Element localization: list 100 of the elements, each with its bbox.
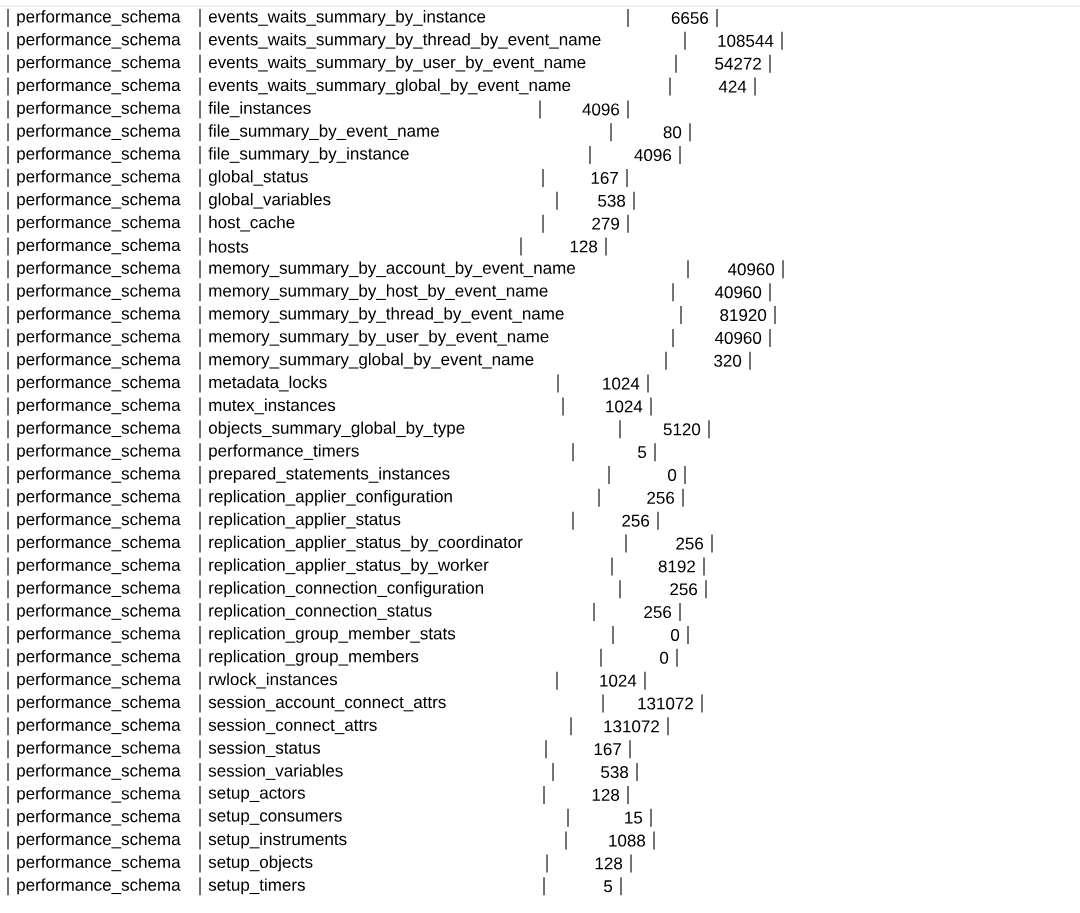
schema-name: performance_schema xyxy=(17,467,181,483)
table-name: events_waits_summary_global_by_event_name xyxy=(208,78,571,95)
table-name: replication_connection_configuration xyxy=(209,581,483,598)
row-count: 1024 xyxy=(600,674,637,687)
schema-name: performance_schema xyxy=(17,352,181,369)
table-name: memory_summary_by_account_by_event_name xyxy=(209,261,575,278)
schema-name: performance_schema xyxy=(17,215,181,232)
table-name: replication_applier_status_by_worker xyxy=(209,558,489,575)
table-name: memory_summary_global_by_event_name xyxy=(209,352,534,369)
table-name: session_connect_attrs xyxy=(208,718,377,735)
table-name: file_instances xyxy=(208,101,311,118)
row-count: 279 xyxy=(592,217,619,230)
table-name: events_waits_summary_by_instance xyxy=(208,10,486,26)
schema-name: performance_schema xyxy=(17,649,181,666)
row-count: 538 xyxy=(601,766,629,779)
table-name: memory_summary_by_thread_by_event_name xyxy=(209,307,564,323)
table-name: setup_consumers xyxy=(208,810,342,825)
table-name: events_waits_summary_by_thread_by_event_name xyxy=(208,32,601,49)
table-name: replication_applier_configuration xyxy=(209,489,452,506)
schema-name: performance_schema xyxy=(17,741,181,758)
table-name: setup_actors xyxy=(208,787,305,803)
row-count: 1088 xyxy=(609,834,646,847)
row-count: 320 xyxy=(714,354,742,367)
table-name: events_waits_summary_by_user_by_event_name xyxy=(208,55,586,72)
table-name: metadata_locks xyxy=(209,375,327,392)
schema-name: performance_schema xyxy=(17,855,181,872)
schema-name: performance_schema xyxy=(17,101,181,118)
row-count: 1024 xyxy=(603,377,640,390)
table-name: host_cache xyxy=(209,215,295,232)
schema-name: performance_schema xyxy=(17,512,181,529)
table-name: performance_timers xyxy=(209,444,359,461)
schema-name: performance_schema xyxy=(17,261,181,278)
table-name: session_account_connect_attrs xyxy=(208,695,446,712)
row-count: 131072 xyxy=(638,697,693,710)
table-name: objects_summary_global_by_type xyxy=(208,421,465,438)
row-count: 256 xyxy=(647,491,675,504)
row-count: 128 xyxy=(592,788,620,801)
table-name: mutex_instances xyxy=(209,398,336,415)
schema-name: performance_schema xyxy=(17,78,181,95)
table-name: hosts xyxy=(209,240,249,253)
row-count: 0 xyxy=(671,628,680,641)
table-name: memory_summary_by_user_by_event_name xyxy=(209,330,549,346)
table-name: global_status xyxy=(208,170,308,186)
table-name: session_status xyxy=(208,741,321,758)
table-name: replication_applier_status xyxy=(209,512,401,529)
schema-name: performance_schema xyxy=(17,558,181,575)
row-count: 40960 xyxy=(714,286,762,299)
schema-name: performance_schema xyxy=(17,489,181,506)
schema-name: performance_schema xyxy=(17,238,181,255)
row-count: 54272 xyxy=(715,57,761,70)
table-name: global_variables xyxy=(208,192,331,209)
schema-name: performance_schema xyxy=(17,170,181,186)
row-count: 128 xyxy=(570,240,598,253)
table-name: setup_timers xyxy=(208,878,305,895)
schema-name: performance_schema xyxy=(17,124,181,141)
schema-name: performance_schema xyxy=(17,330,181,346)
table-name: file_summary_by_event_name xyxy=(208,124,439,141)
schema-name: performance_schema xyxy=(17,444,181,461)
schema-name: performance_schema xyxy=(17,375,181,392)
row-count: 0 xyxy=(660,651,669,664)
row-count: 80 xyxy=(663,126,682,139)
table-name: replication_connection_status xyxy=(209,604,432,620)
schema-name: performance_schema xyxy=(17,718,181,735)
row-count: 40960 xyxy=(727,263,775,276)
row-count: 40960 xyxy=(714,331,762,344)
row-count: 167 xyxy=(591,171,618,184)
table-name: setup_objects xyxy=(208,855,313,872)
schema-name: performance_schema xyxy=(17,581,181,598)
row-count: 128 xyxy=(595,857,623,870)
table-name: file_summary_by_instance xyxy=(208,147,409,163)
schema-name: performance_schema xyxy=(17,604,181,620)
table-name: rwlock_instances xyxy=(209,672,337,689)
schema-name: performance_schema xyxy=(17,10,181,26)
row-count: 538 xyxy=(598,194,626,207)
row-count: 5120 xyxy=(663,423,701,436)
schema-name: performance_schema xyxy=(17,627,181,643)
schema-name: performance_schema xyxy=(17,695,181,712)
row-count: 167 xyxy=(594,743,621,756)
row-count: 4096 xyxy=(634,149,672,162)
schema-name: performance_schema xyxy=(17,398,181,415)
schema-name: performance_schema xyxy=(17,32,181,49)
table-name: replication_applier_status_by_coordinator xyxy=(209,535,523,552)
row-count: 424 xyxy=(718,80,747,93)
schema-name: performance_schema xyxy=(17,809,181,826)
row-count: 131072 xyxy=(604,720,659,733)
row-count: 256 xyxy=(644,606,672,619)
row-count: 256 xyxy=(670,583,698,596)
row-count: 6656 xyxy=(671,12,709,25)
schema-name: performance_schema xyxy=(17,832,181,849)
table-name: replication_group_member_stats xyxy=(209,627,456,643)
table-name: session_variables xyxy=(208,764,343,780)
schema-name: performance_schema xyxy=(17,787,181,803)
table-name: memory_summary_by_host_by_event_name xyxy=(209,284,548,301)
schema-name: performance_schema xyxy=(17,307,181,323)
table-name: replication_group_members xyxy=(209,649,419,666)
schema-name: performance_schema xyxy=(17,764,181,780)
schema-name: performance_schema xyxy=(17,55,181,72)
schema-name: performance_schema xyxy=(17,672,181,689)
schema-name: performance_schema xyxy=(17,421,181,438)
row-count: 5 xyxy=(604,880,613,893)
